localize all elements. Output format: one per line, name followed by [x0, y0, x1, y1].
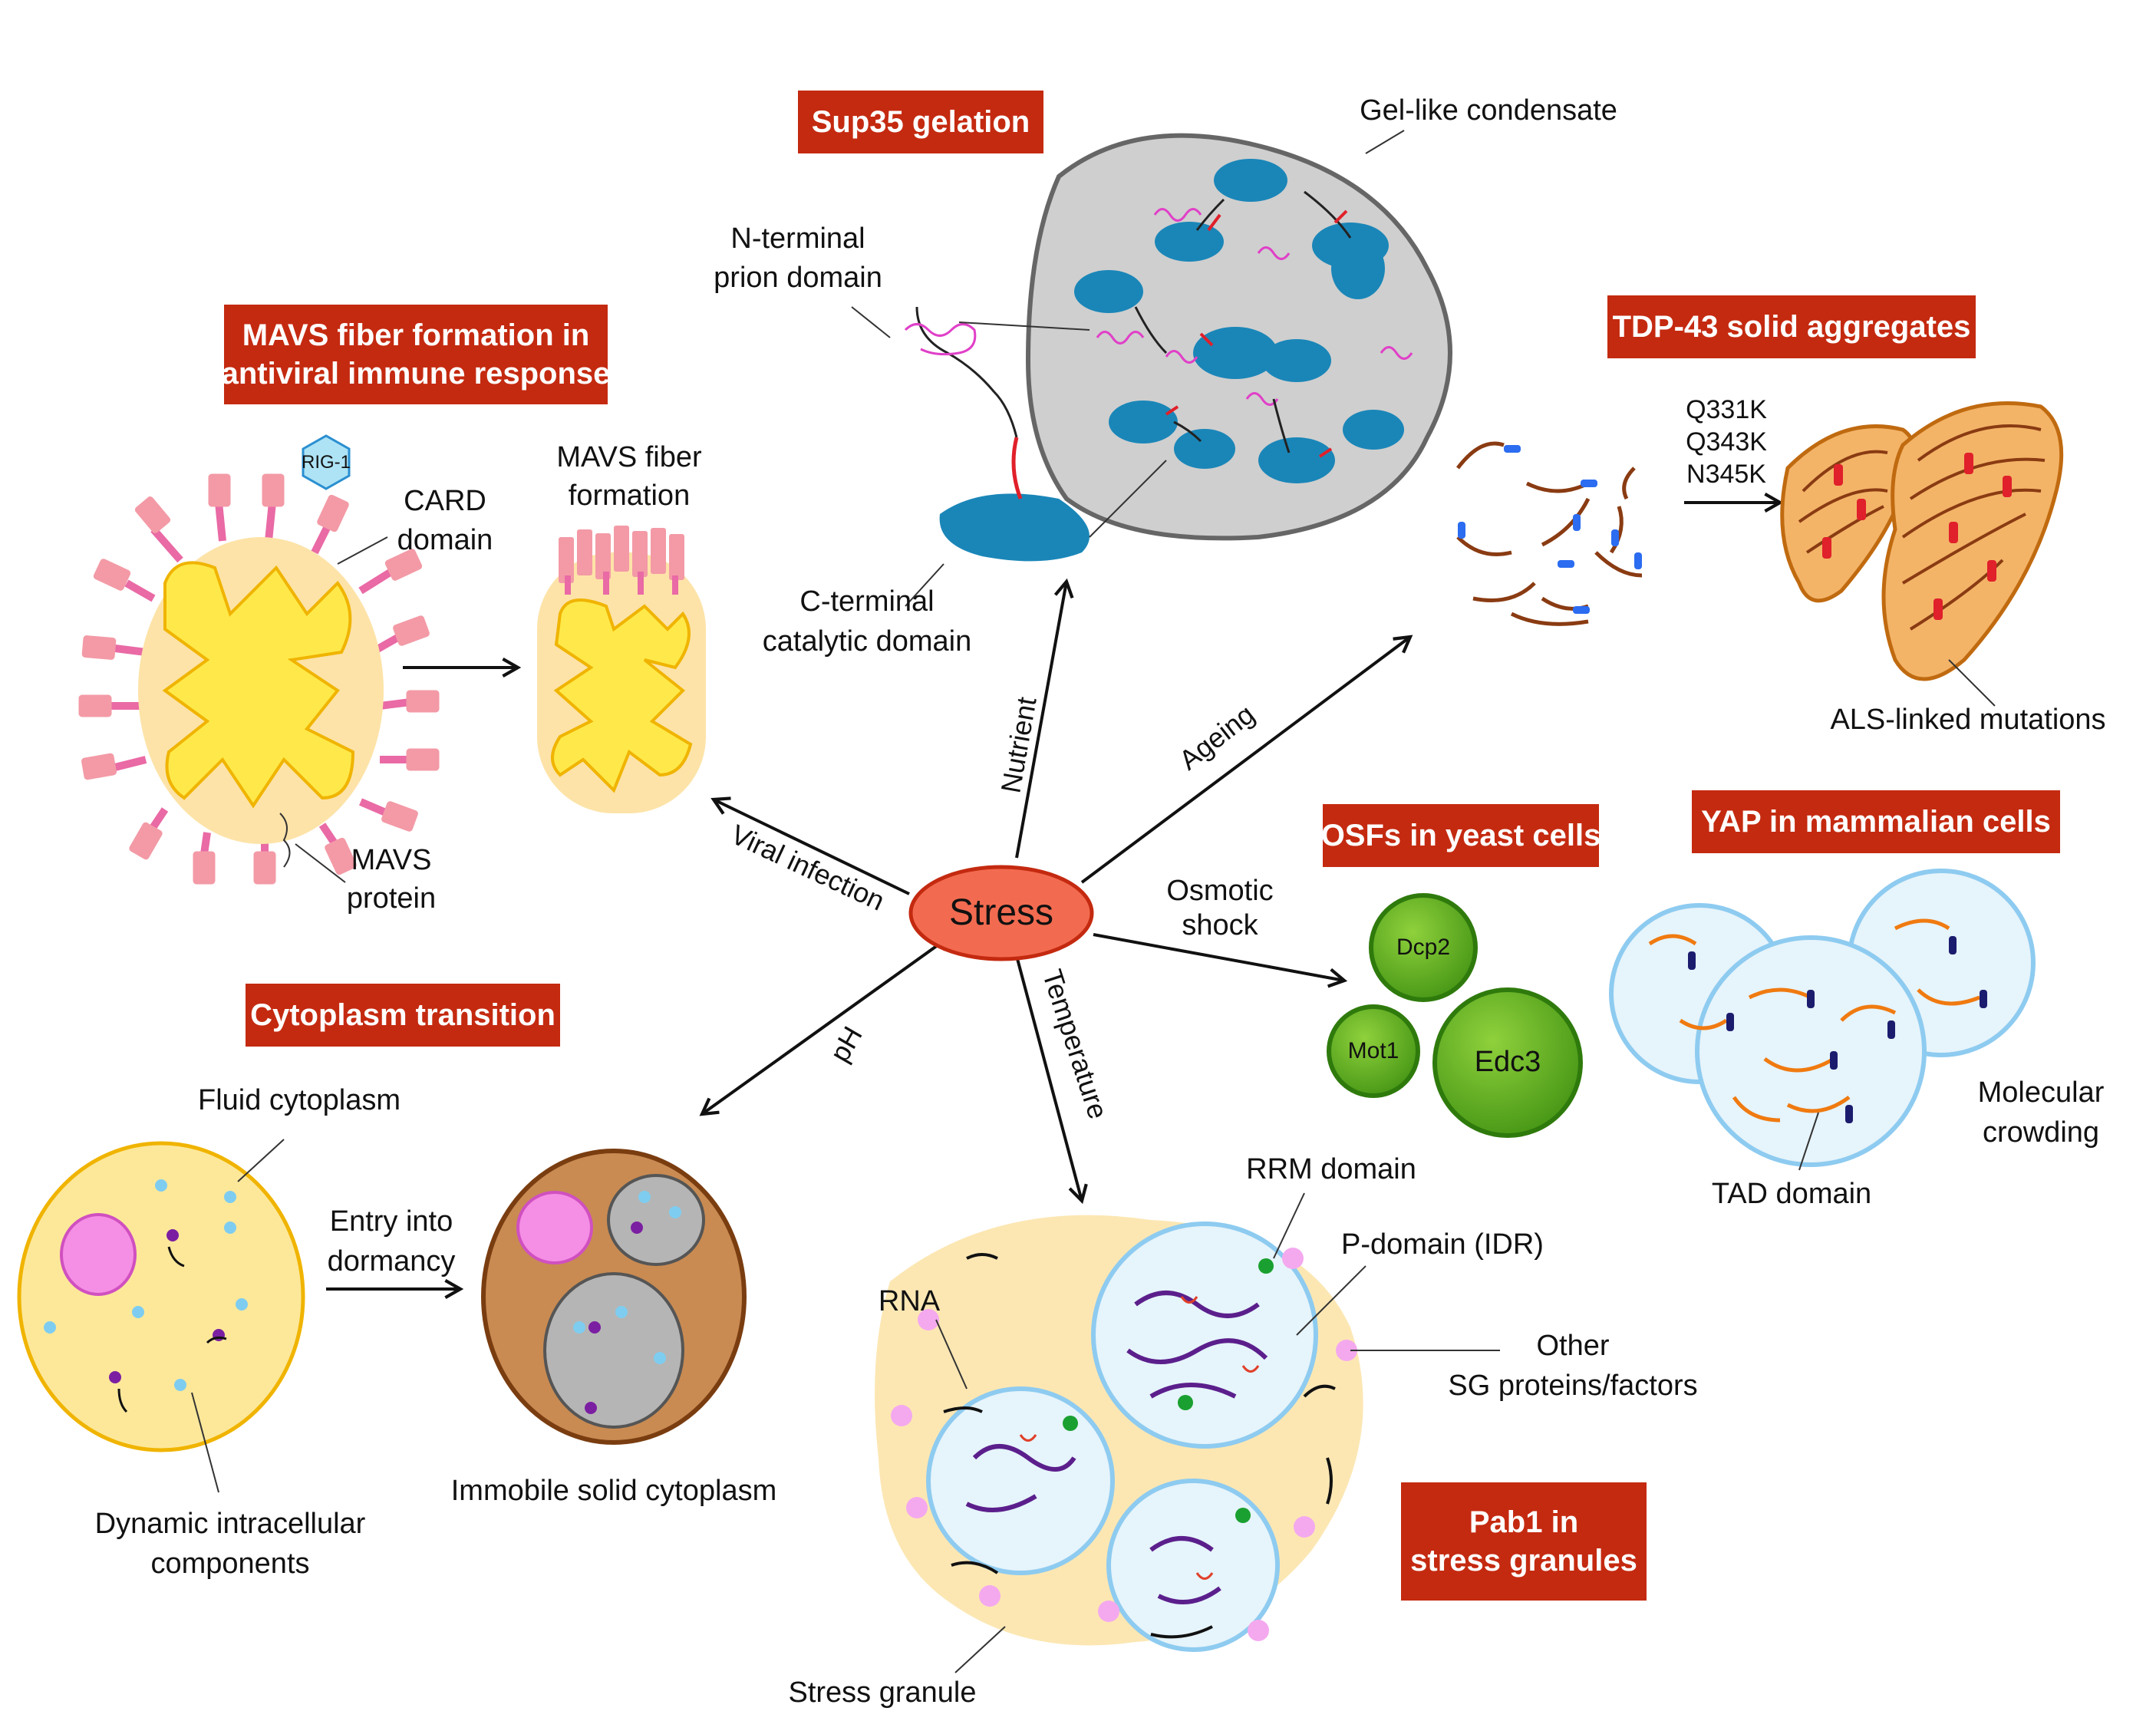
mot1-label: Mot1 [1347, 1038, 1399, 1063]
nterm-label-2: prion domain [714, 262, 882, 294]
cterm-label-1: C-terminal [799, 585, 935, 618]
mavs-fiber-mitochondrion [537, 526, 706, 813]
tdp43-blue-domains [1458, 445, 1642, 614]
nterm-label-1: N-terminal [730, 223, 865, 255]
card-label-2: domain [397, 524, 493, 556]
sg-rna [943, 1253, 1336, 1639]
stress-arrows [699, 578, 1413, 1205]
rig1-hexagon [302, 434, 351, 490]
fluid-cytoplasm-cell [17, 1141, 305, 1452]
tad-label: TAD domain [1711, 1178, 1872, 1210]
pab1-title-1: Pab1 in [1469, 1505, 1579, 1539]
arrow-nutrient [1015, 578, 1074, 859]
fiber-label-2: formation [568, 480, 691, 512]
sg-leader-lines [935, 1192, 1500, 1673]
entry-label-2: dormancy [327, 1245, 456, 1278]
arrow-viral [710, 796, 910, 895]
arrow-temperature [1015, 955, 1088, 1205]
mutation-3: N345K [1686, 460, 1766, 489]
edc3-label: Edc3 [1474, 1046, 1541, 1078]
sup35-monomer [904, 306, 1090, 562]
sg-label: Stress granule [788, 1676, 977, 1709]
mavs-spikes [78, 473, 440, 885]
gel-label: Gel-like condensate [1360, 94, 1617, 127]
als-label: ALS-linked mutations [1830, 704, 2106, 736]
stressor-osmotic-1: Osmotic [1166, 875, 1274, 907]
pab1-title-2: stress granules [1410, 1544, 1637, 1578]
mavs-title-1: MAVS fiber formation in [242, 318, 590, 352]
mavs-title: MAVS fiber formation in antiviral immune… [221, 305, 611, 404]
tdp43-aggregates [1780, 401, 2064, 681]
dynamic-label-1: Dynamic intracellular [94, 1508, 366, 1540]
tdp43-monomers [1456, 441, 1643, 626]
sup35-condensate [1025, 133, 1452, 541]
arrow-osmotic [1093, 933, 1348, 988]
osf-droplets [1327, 893, 1583, 1138]
cterm-label-2: catalytic domain [762, 625, 972, 658]
cytoplasm-title: Cytoplasm transition [246, 984, 560, 1047]
dcp2-label: Dcp2 [1396, 935, 1451, 960]
mavs-leader-lines [279, 536, 388, 883]
solid-cytoplasm-cell [481, 1149, 747, 1445]
mutation-2: Q343K [1686, 427, 1767, 457]
mavs-mitochondrion [78, 434, 440, 885]
mutation-1: Q331K [1686, 395, 1767, 424]
osf-title: OSFs in yeast cells [1321, 804, 1601, 867]
crowding-label-2: crowding [1982, 1116, 2100, 1149]
crowding-label-1: Molecular [1977, 1076, 2105, 1109]
entry-label-1: Entry into [329, 1205, 453, 1238]
other-label-1: Other [1536, 1330, 1610, 1362]
mavs-title-2: antiviral immune response [221, 357, 611, 391]
stress-node [908, 865, 1094, 961]
fluid-label: Fluid cytoplasm [198, 1084, 401, 1116]
rig1-label: RIG-1 [301, 452, 351, 473]
stress-label: Stress [948, 892, 1054, 933]
sup35-leader-lines [851, 130, 1405, 607]
cyto-leader-lines [191, 1139, 285, 1493]
immobile-label: Immobile solid cytoplasm [450, 1475, 777, 1507]
card-label-1: CARD [404, 485, 486, 517]
fiber-label-1: MAVS fiber [556, 441, 702, 473]
yap-title: YAP in mammalian cells [1692, 790, 2060, 853]
pab1-title: Pab1 in stress granules [1401, 1482, 1647, 1601]
tdp43-title: TDP-43 solid aggregates [1607, 295, 1976, 358]
mavs-protein-label-2: protein [346, 882, 437, 915]
dynamic-label-2: components [150, 1548, 310, 1580]
arrow-ageing [1080, 635, 1413, 884]
mavs-protein-label-1: MAVS [351, 844, 432, 876]
rna-label: RNA [878, 1285, 941, 1317]
yap-condensates [1609, 869, 2036, 1171]
arrow-ph [699, 944, 939, 1116]
stress-granule [875, 1215, 1363, 1652]
sup35-title: Sup35 gelation [798, 91, 1043, 153]
als-leader [1948, 659, 1996, 707]
rrm-label: RRM domain [1246, 1153, 1416, 1185]
pdomain-label: P-domain (IDR) [1341, 1228, 1544, 1261]
other-label-2: SG proteins/factors [1448, 1370, 1698, 1402]
stressor-osmotic-2: shock [1182, 909, 1258, 941]
